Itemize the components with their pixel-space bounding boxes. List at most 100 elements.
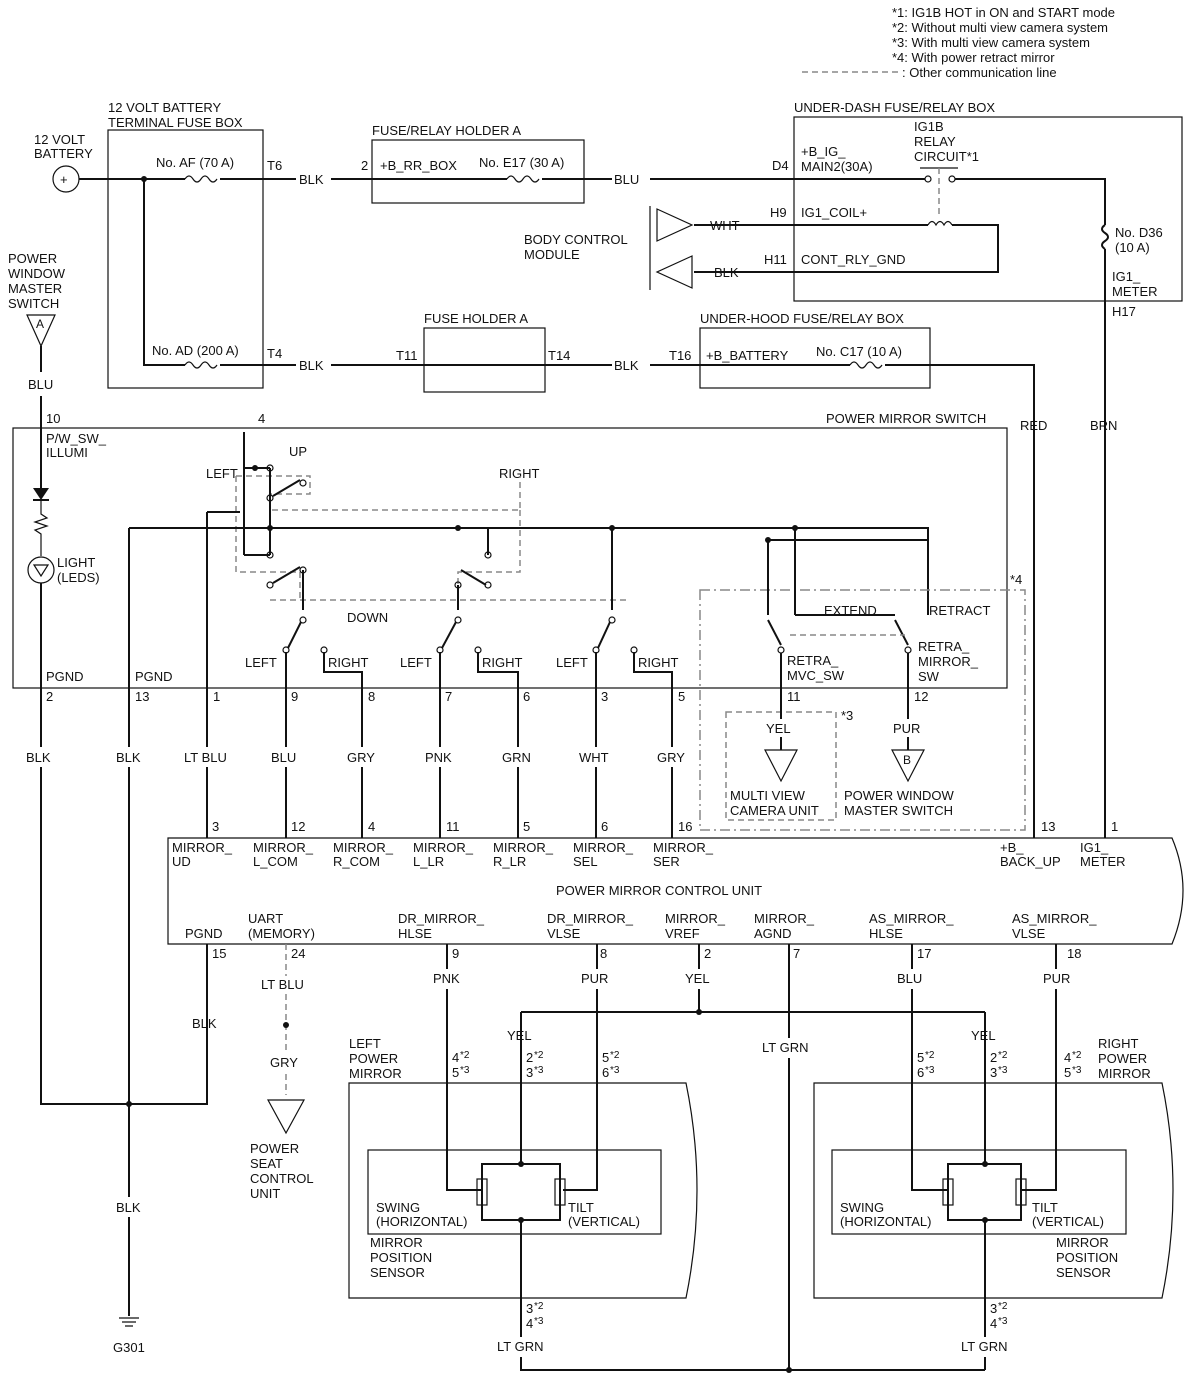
switch-wire-color: GRN	[502, 750, 531, 765]
pgnd-label-1: PGND	[46, 669, 84, 684]
right-sensor-bridge	[947, 1163, 1022, 1221]
switch-pin: 1	[213, 689, 220, 704]
pin-10: 10	[46, 411, 60, 426]
switch-wire-color: GRY	[657, 750, 685, 765]
control-unit-title: POWER MIRROR CONTROL UNIT	[556, 883, 762, 898]
fuse-ad-label: No. AD (200 A)	[152, 343, 239, 358]
lower-wire-ltgrn-mid: LT GRN	[762, 1040, 808, 1055]
right-pin-mark: *2	[998, 1050, 1008, 1061]
relay-label-3: CIRCUIT*1	[914, 149, 979, 164]
switch-pin: 9	[291, 689, 298, 704]
cu-top-label-1: MIRROR_	[333, 840, 394, 855]
battery-plus-icon: +	[60, 172, 68, 187]
fuse-ad-icon	[184, 361, 218, 369]
power-seat-label-2: SEAT	[250, 1156, 283, 1171]
right-pin-mark: *3	[1072, 1065, 1082, 1076]
cu-top-pin: 1	[1111, 819, 1118, 834]
fuse-ad-branch-wire	[143, 179, 296, 366]
connector-dot-icon	[283, 1022, 289, 1028]
pgnd-led-ground-wire	[40, 583, 208, 1105]
left-mirror-label-1: LEFT	[349, 1036, 381, 1051]
retra-mirror-label-2: MIRROR_	[918, 654, 979, 669]
label-mask	[344, 747, 380, 767]
light-label-1: LIGHT	[57, 555, 95, 570]
notes-block: *1: IG1B HOT in ON and START mode *2: Wi…	[802, 5, 1115, 80]
cu-top-pin: 13	[1041, 819, 1055, 834]
left-pin-mark: *3	[610, 1065, 620, 1076]
bcm-output-arrow-icon	[656, 208, 694, 242]
left-pin-d1: 3	[526, 1301, 533, 1316]
fuse-relay-holder-title: FUSE/RELAY HOLDER A	[372, 123, 521, 138]
resistor-icon	[33, 500, 49, 556]
extend-label: EXTEND	[824, 603, 877, 618]
pw-master-label-3: MASTER	[8, 281, 62, 296]
retract-label: RETRACT	[929, 603, 990, 618]
cu-top-label-2: UD	[172, 854, 191, 869]
selector-contacts	[282, 528, 673, 838]
junction-dot	[252, 465, 258, 471]
wire-brn: BRN	[1090, 418, 1117, 433]
cu-top-label-2: BACK_UP	[1000, 854, 1061, 869]
fuse-c17-label: No. C17 (10 A)	[816, 344, 902, 359]
right-pin-mark: *2	[1072, 1050, 1082, 1061]
right-pin-d2: 4	[990, 1316, 997, 1331]
right-tilt-resistor-icon	[1015, 1178, 1027, 1206]
note-2: *2: Without multi view camera system	[892, 20, 1108, 35]
bcm-wht-wire: WHT	[710, 218, 740, 233]
left-pin-c2: 6	[602, 1065, 609, 1080]
cu-bottom-label-1: MIRROR_	[754, 911, 815, 926]
dr-hlse-wire	[446, 944, 482, 1191]
under-dash-title: UNDER-DASH FUSE/RELAY BOX	[794, 100, 995, 115]
cu-bottom-pin: 18	[1067, 946, 1081, 961]
right-tilt-label-2: (VERTICAL)	[1032, 1214, 1104, 1229]
junction-dot	[518, 1161, 524, 1167]
uart-wire-gry: GRY	[270, 1055, 298, 1070]
left-tilt-resistor-icon	[554, 1178, 566, 1206]
pin-t16: T16	[669, 348, 691, 363]
cu-top-pin: 11	[446, 819, 460, 834]
left-tilt-label-2: (VERTICAL)	[568, 1214, 640, 1229]
switch-pin: 13	[135, 689, 149, 704]
lower-wire-blu: BLU	[897, 971, 922, 986]
fuse-relay-holder-pin: 2	[361, 158, 368, 173]
junction-dot	[982, 1161, 988, 1167]
switch-pin: 12	[914, 689, 928, 704]
pgnd-label-2: PGND	[135, 669, 173, 684]
switch-wire-color: LT BLU	[184, 750, 227, 765]
cu-bottom-pin: 24	[291, 946, 305, 961]
terminal-fuse-box	[107, 129, 264, 389]
cu-bottom-label-2: HLSE	[869, 926, 903, 941]
dr-vlse-wire	[563, 944, 598, 1191]
lower-wire-ltgrn-right: LT GRN	[961, 1339, 1007, 1354]
switch-pin: 3	[601, 689, 608, 704]
selector-left-2: LEFT	[400, 655, 432, 670]
lower-wire-ltgrn-left: LT GRN	[497, 1339, 543, 1354]
illumi-label-2: ILLUMI	[46, 445, 88, 460]
left-mirror-label-3: MIRROR	[349, 1066, 402, 1081]
label-mask	[266, 1053, 304, 1071]
cu-top-label-1: IG1_	[1080, 840, 1109, 855]
camera-label-2: CAMERA UNIT	[730, 803, 819, 818]
camera-wire-color: YEL	[766, 721, 791, 736]
under-dash-box	[793, 116, 1183, 302]
label-mask	[112, 747, 150, 767]
bcm-input-arrow-icon	[655, 255, 693, 289]
wire-red: RED	[1020, 418, 1047, 433]
cu-top-label-1: MIRROR_	[573, 840, 634, 855]
common-feed-wire	[243, 432, 270, 556]
wire-blu-d4: BLU	[614, 172, 639, 187]
relay-coil-wire	[694, 224, 999, 273]
bcm-label-2: MODULE	[524, 247, 580, 262]
relay-label-2: RELAY	[914, 134, 956, 149]
wire-blu-pw: BLU	[28, 377, 53, 392]
switch-wire-color: BLK	[116, 750, 141, 765]
right-pin-d1: 3	[990, 1301, 997, 1316]
left-swing-resistor-icon	[476, 1178, 488, 1206]
left-swing-label-1: SWING	[376, 1200, 420, 1215]
retract-contact-icon	[777, 646, 785, 654]
junction-dot	[696, 1009, 702, 1015]
left-pin-c1: 5	[602, 1050, 609, 1065]
right-pin-b1: 2	[990, 1050, 997, 1065]
coil-label: IG1_COIL+	[801, 205, 867, 220]
selector-right-2: RIGHT	[482, 655, 523, 670]
